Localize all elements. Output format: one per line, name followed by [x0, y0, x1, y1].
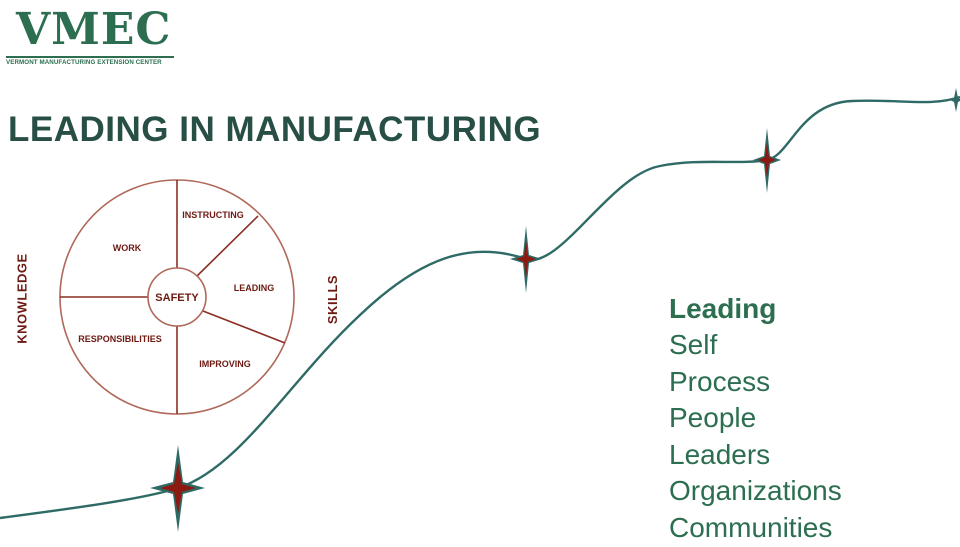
list-item: People — [669, 402, 757, 434]
skills-label: SKILLS — [325, 274, 341, 325]
leading-list: Leading Self Process People Leaders Orga… — [669, 290, 842, 547]
star-marker-4 — [950, 88, 960, 112]
star-marker-3 — [753, 128, 781, 193]
star-marker-1 — [150, 445, 205, 532]
wheel-segment-responsibilities: RESPONSIBILITIES — [78, 334, 162, 344]
vmec-logo: VMEC VERMONT MANUFACTURING EXTENSION CEN… — [6, 6, 176, 66]
wheel-center-label: SAFETY — [155, 292, 199, 304]
star-marker-2 — [510, 226, 542, 293]
wheel-segment-improving: IMPROVING — [199, 359, 251, 369]
logo-wordmark: VMEC — [16, 4, 172, 55]
list-item: Self — [669, 329, 718, 360]
list-item: Process — [669, 365, 771, 397]
wheel-center-circle — [147, 267, 207, 327]
leading-list-heading: Leading — [669, 293, 777, 324]
list-item: Leaders — [669, 438, 771, 470]
list-item: Organizations — [669, 475, 842, 507]
page-title: LEADING IN MANUFACTURING — [8, 110, 542, 149]
wheel-segment-instructing: INSTRUCTING — [182, 210, 244, 220]
knowledge-label: KNOWLEDGE — [14, 253, 30, 344]
wheel-segment-work: WORK — [113, 243, 142, 253]
logo-subtitle: VERMONT MANUFACTURING EXTENSION CENTER — [6, 59, 162, 66]
logo-rule — [6, 56, 174, 58]
list-item: Communities — [669, 511, 833, 543]
wheel-dividers — [60, 180, 286, 414]
wheel-segment-leading: LEADING — [234, 283, 275, 293]
